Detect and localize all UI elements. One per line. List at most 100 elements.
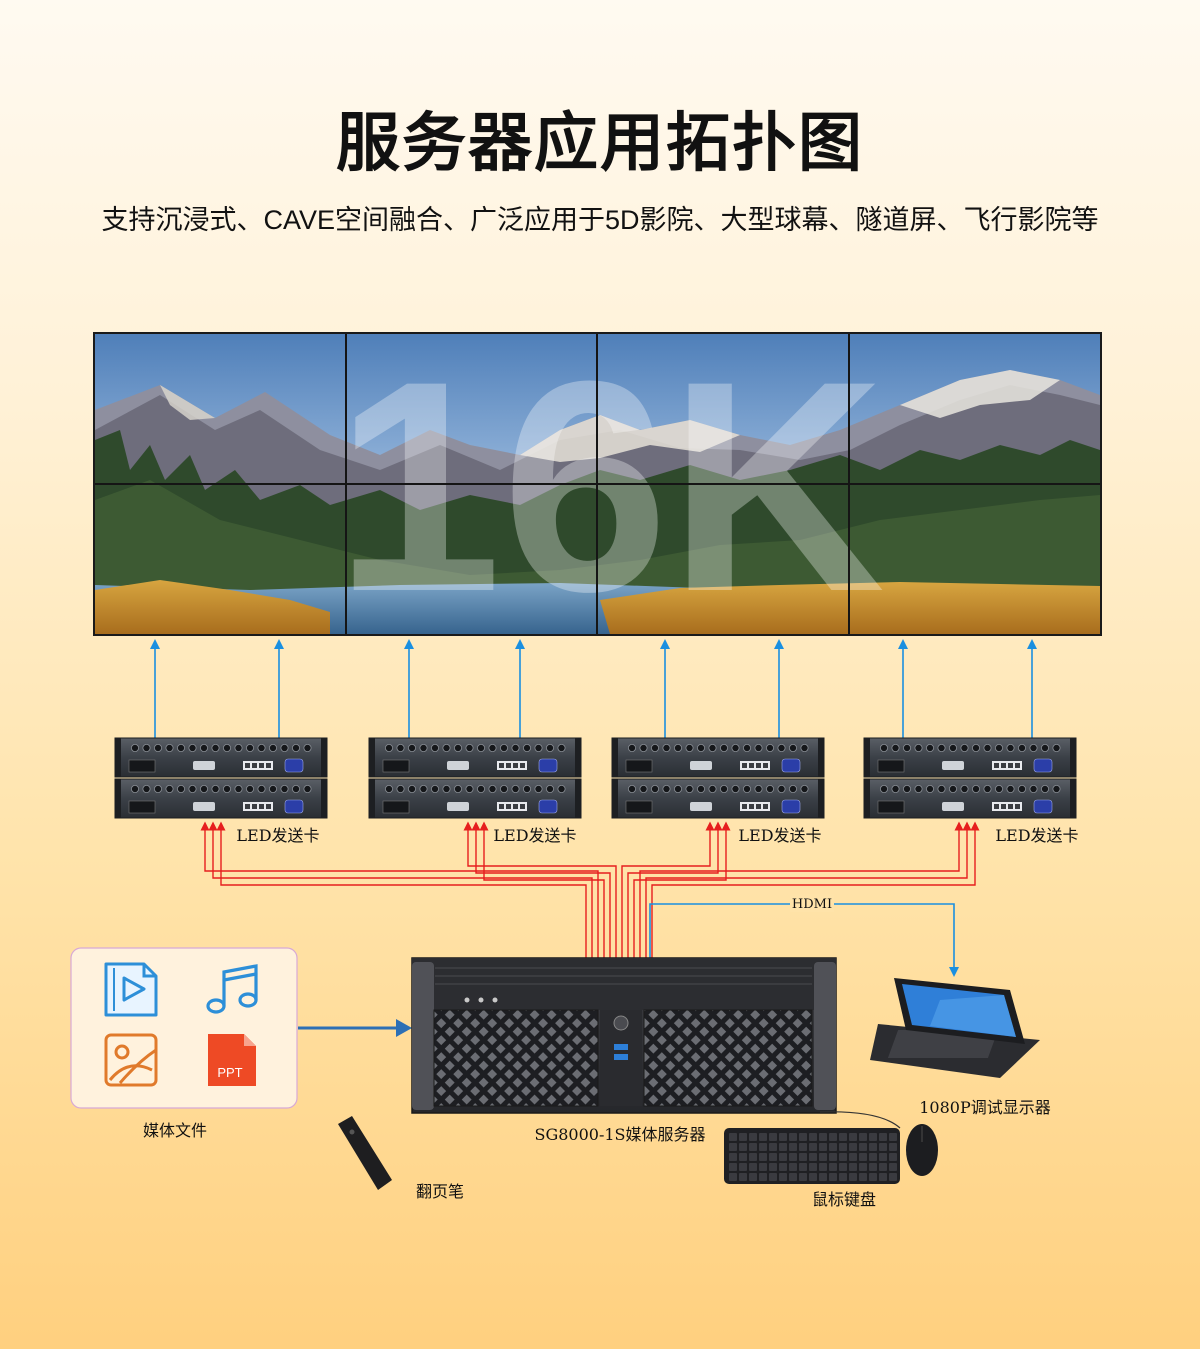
server-handle-left — [412, 962, 434, 1110]
led-card-group: LED发送卡 — [611, 737, 825, 845]
panel-seams — [95, 334, 1100, 634]
ppt-file-icon: PPT — [208, 1034, 256, 1086]
media-server: SG8000-1S媒体服务器 — [411, 957, 837, 1144]
keyboard-key — [759, 1163, 767, 1171]
hdmi-connection: HDMI — [649, 894, 959, 977]
keyboard-key — [869, 1153, 877, 1161]
led-sending-card — [368, 737, 582, 778]
keyboard-key — [869, 1163, 877, 1171]
led-sending-card — [611, 778, 825, 819]
keyboard-key — [859, 1133, 867, 1141]
page-title: 服务器应用拓扑图 — [336, 107, 864, 179]
server-label: SG8000-1S媒体服务器 — [534, 1125, 705, 1144]
keyboard-key — [849, 1133, 857, 1141]
keyboard-key — [889, 1153, 897, 1161]
keyboard-key — [779, 1153, 787, 1161]
keyboard-key — [729, 1143, 737, 1151]
ppt-icon-text: PPT — [217, 1065, 242, 1080]
keyboard-key — [749, 1153, 757, 1161]
keyboard-key — [799, 1133, 807, 1141]
status-led — [464, 997, 470, 1003]
keyboard-key — [839, 1143, 847, 1151]
usb-port — [614, 1054, 628, 1060]
keyboard-key — [799, 1173, 807, 1181]
keyboard-key — [759, 1133, 767, 1141]
keyboard-key — [809, 1163, 817, 1171]
server-handle-right — [814, 962, 836, 1110]
cable — [471, 821, 611, 958]
keyboard-key — [749, 1143, 757, 1151]
cable — [627, 821, 723, 958]
keyboard-key — [889, 1163, 897, 1171]
keyboard-key — [729, 1133, 737, 1141]
keyboard-key — [819, 1153, 827, 1161]
keyboard-key — [739, 1143, 747, 1151]
cable — [651, 821, 980, 958]
cable — [621, 821, 715, 958]
keyboard-key — [829, 1133, 837, 1141]
keyboard-key — [889, 1143, 897, 1151]
keyboard-key — [799, 1143, 807, 1151]
led-sending-card — [863, 778, 1077, 819]
media-files-panel: PPT 媒体文件 — [70, 947, 298, 1140]
led-sending-card — [368, 778, 582, 819]
cable — [633, 821, 731, 958]
keyboard-key — [839, 1133, 847, 1141]
keyboard-key — [729, 1153, 737, 1161]
peripherals-label: 鼠标键盘 — [812, 1190, 876, 1209]
keyboard-key — [769, 1153, 777, 1161]
server-vent-left — [433, 1009, 599, 1107]
keyboard-key — [819, 1173, 827, 1181]
mouse — [906, 1124, 938, 1176]
led-card-label: LED发送卡 — [493, 826, 576, 845]
keyboard-key — [749, 1133, 757, 1141]
cable — [216, 821, 587, 958]
keyboard-key — [809, 1153, 817, 1161]
keyboard-key — [739, 1173, 747, 1181]
keyboard-key — [889, 1133, 897, 1141]
keyboard-key — [739, 1163, 747, 1171]
keyboard-key — [819, 1143, 827, 1151]
led-card-label: LED发送卡 — [738, 826, 821, 845]
keyboard-key — [879, 1163, 887, 1171]
keyboard-key — [819, 1163, 827, 1171]
keyboard-key — [769, 1143, 777, 1151]
keyboard-key — [829, 1153, 837, 1161]
wall-signal-arrows — [150, 639, 1037, 738]
keyboard-key — [779, 1133, 787, 1141]
keyboard-key — [779, 1163, 787, 1171]
keyboard-key — [869, 1173, 877, 1181]
video-wall: 16K — [93, 332, 1102, 636]
keyboard-key — [749, 1173, 757, 1181]
keyboard-key — [879, 1173, 887, 1181]
cable — [208, 821, 593, 958]
image-file-icon — [104, 1033, 158, 1087]
power-button[interactable] — [613, 1015, 629, 1031]
led-card-label: LED发送卡 — [236, 826, 319, 845]
led-card-groups: LED发送卡 LED发送卡 LED发送卡 LED发送卡 — [114, 737, 1079, 845]
usb-port — [614, 1044, 628, 1050]
keyboard-key — [809, 1173, 817, 1181]
keyboard-key — [799, 1153, 807, 1161]
server-vent-right — [643, 1009, 813, 1107]
presenter-remote: 翻页笔 — [338, 1116, 464, 1201]
music-note-icon — [206, 964, 258, 1014]
keyboard-key — [879, 1133, 887, 1141]
keyboard-key — [789, 1173, 797, 1181]
keyboard-key — [869, 1143, 877, 1151]
server-to-card-cables — [200, 821, 980, 958]
cable — [463, 821, 617, 958]
keyboard-key — [839, 1163, 847, 1171]
keyboard-key — [829, 1143, 837, 1151]
keyboard-key — [759, 1143, 767, 1151]
led-card-label: LED发送卡 — [995, 826, 1078, 845]
keyboard-key — [759, 1173, 767, 1181]
led-card-group: LED发送卡 — [863, 737, 1079, 845]
led-sending-card — [863, 737, 1077, 778]
keyboard-key — [789, 1153, 797, 1161]
media-files-label: 媒体文件 — [143, 1121, 207, 1140]
mouse-cable — [819, 1111, 901, 1129]
presenter-label: 翻页笔 — [416, 1182, 464, 1201]
hdmi-label: HDMI — [792, 897, 832, 912]
